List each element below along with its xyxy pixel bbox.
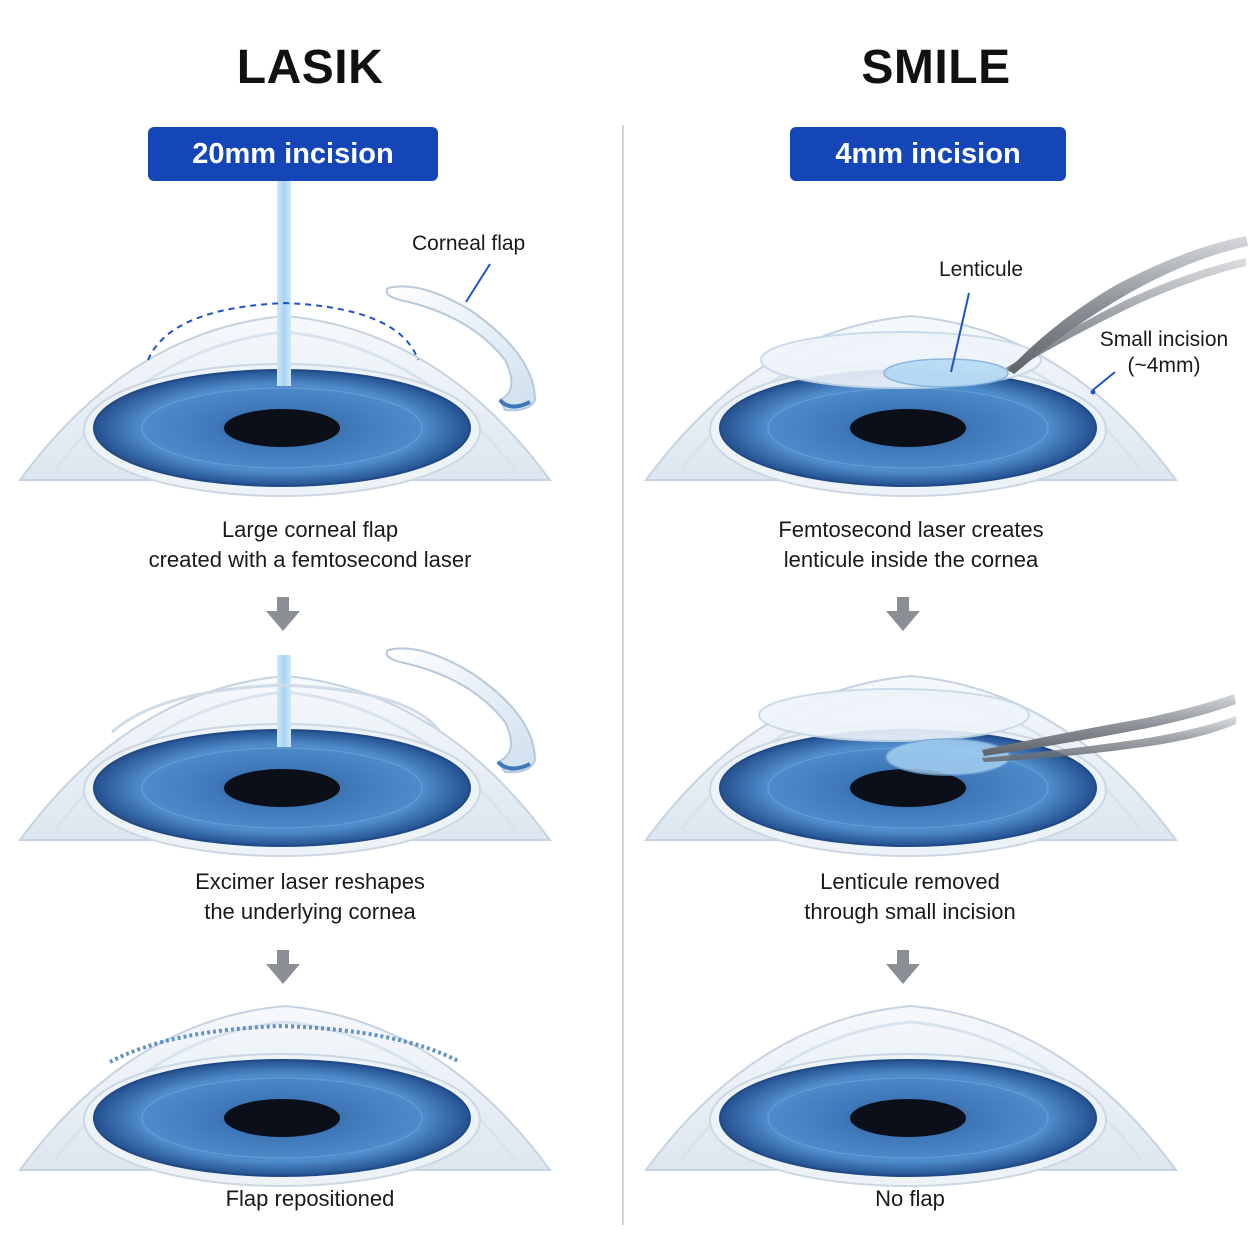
label-line: Small incision	[1099, 328, 1229, 351]
laser-beam	[277, 655, 291, 747]
small-incision-label: Small incision (~4mm)	[1089, 327, 1239, 379]
lasik-title: LASIK	[236, 41, 384, 94]
lasik-step1-diagram	[18, 181, 552, 498]
incision-pointer	[1092, 371, 1116, 391]
laser-beam	[277, 181, 291, 386]
flap-pointer	[465, 263, 491, 303]
label-line: (~4mm)	[1127, 354, 1201, 377]
corneal-flap	[385, 647, 537, 774]
caption-line: lenticule inside the cornea	[783, 547, 1039, 572]
incision-marker	[1090, 389, 1096, 395]
caption-line: Large corneal flap	[221, 517, 399, 542]
caption-line: created with a femtosecond laser	[148, 547, 472, 572]
smile-step3-caption: No flap	[875, 1186, 945, 1211]
smile-step3-diagram	[644, 1004, 1178, 1188]
smile-step1-caption: Femtosecond laser creates lenticule insi…	[601, 515, 1221, 575]
lenticule-shape	[883, 358, 1009, 388]
smile-incision-badge: 4mm incision	[790, 127, 1066, 181]
smile-column: SMILE 4mm incision Lenticule Small incis…	[626, 0, 1248, 1254]
cornea-cap	[758, 688, 1030, 742]
caption-line: through small incision	[804, 899, 1016, 924]
column-divider	[622, 125, 624, 1225]
flap-cut-line	[147, 301, 419, 361]
lenticule-pointer	[950, 292, 970, 373]
corneal-flap	[385, 285, 537, 412]
lasik-incision-badge: 20mm incision	[148, 127, 438, 181]
repositioned-flap-edge	[109, 1023, 461, 1064]
smile-step1-diagram	[644, 236, 1248, 498]
lasik-step3-caption: Flap repositioned	[225, 1186, 395, 1211]
smile-title: SMILE	[861, 41, 1011, 94]
forceps-icon	[982, 694, 1236, 762]
lasik-step3-diagram	[18, 1004, 552, 1188]
lasik-step2-diagram	[18, 647, 552, 858]
smile-step2-diagram	[644, 674, 1236, 858]
lasik-step1-caption: Large corneal flap created with a femtos…	[0, 515, 620, 575]
smile-step2-caption: Lenticule removed through small incision	[600, 867, 1220, 927]
caption-line: the underlying cornea	[204, 899, 416, 924]
cornea-bed	[111, 683, 442, 734]
caption-line: Femtosecond laser creates	[778, 517, 1044, 542]
lenticule-label: Lenticule	[939, 258, 1024, 281]
caption-line: Excimer laser reshapes	[195, 869, 425, 894]
lasik-column: LASIK 20mm incision Corneal flap Large c…	[0, 0, 620, 1254]
caption-line: Lenticule removed	[820, 869, 1000, 894]
corneal-flap-label: Corneal flap	[412, 232, 526, 255]
forceps-icon	[1006, 236, 1248, 374]
lasik-step2-caption: Excimer laser reshapes the underlying co…	[0, 867, 620, 927]
